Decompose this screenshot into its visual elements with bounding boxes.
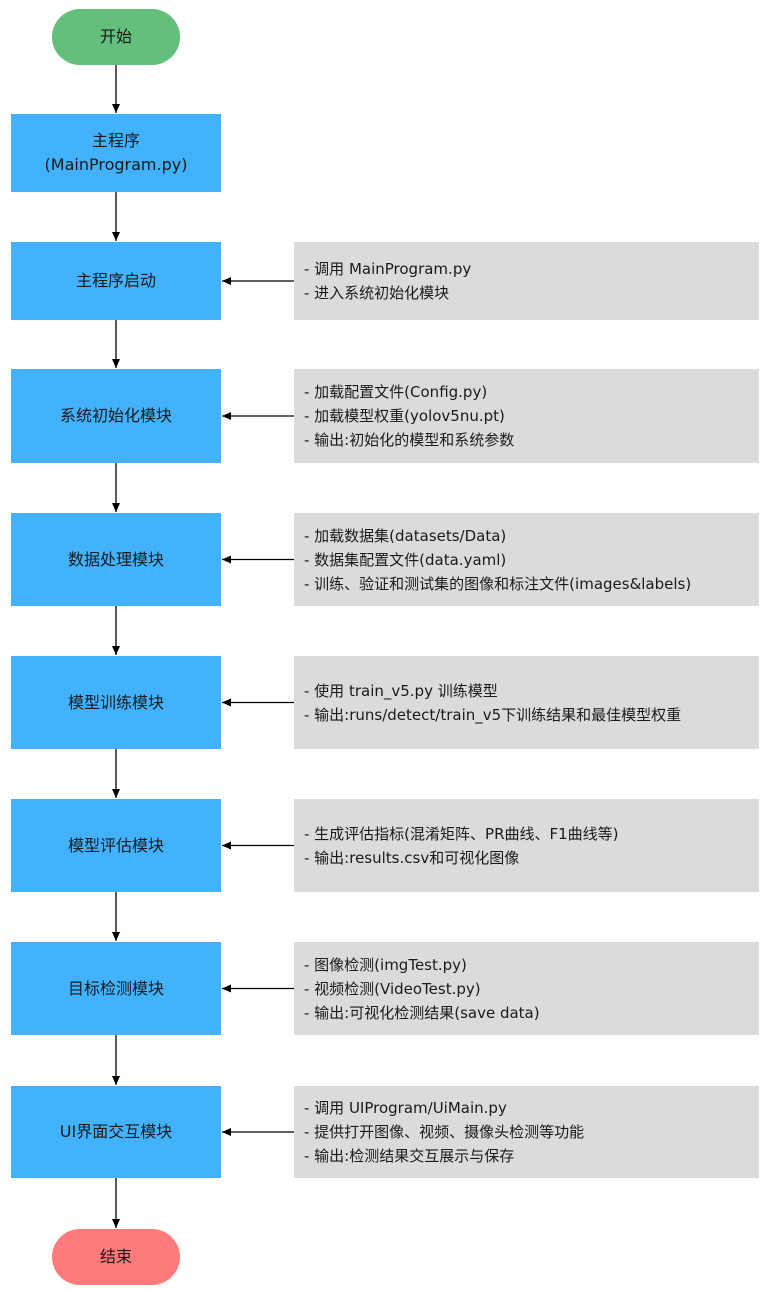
step-note: - 加载数据集(datasets/Data) - 数据集配置文件(data.yam… (294, 513, 759, 606)
step-title: 系统初始化模块 (59, 406, 172, 425)
note-line: - 输出:初始化的模型和系统参数 (304, 431, 515, 449)
step-title: 主程序启动 (75, 271, 156, 290)
process-step: 主程序启动 (11, 242, 221, 320)
end-node: 结束 (52, 1229, 180, 1285)
process-step: 主程序 (MainProgram.py) (11, 114, 221, 192)
note-line: - 输出:runs/detect/train_v5下训练结果和最佳模型权重 (304, 705, 682, 724)
process-step: 数据处理模块 (11, 513, 221, 606)
note-line: - 图像检测(imgTest.py) (304, 955, 467, 974)
step-note: - 调用 UIProgram/UiMain.py - 提供打开图像、视频、摄像头检… (294, 1086, 759, 1178)
note-line: - 数据集配置文件(data.yaml) (304, 550, 507, 569)
note-line: - 提供打开图像、视频、摄像头检测等功能 (304, 1123, 585, 1141)
note-line: - 输出:results.csv和可视化图像 (304, 848, 520, 867)
note-line: - 输出:检测结果交互展示与保存 (304, 1147, 515, 1165)
note-line: - 加载配置文件(Config.py) (304, 383, 488, 401)
start-label: 开始 (99, 27, 132, 46)
note-line: - 生成评估指标(混淆矩阵、PR曲线、F1曲线等) (304, 824, 619, 843)
note-line: - 加载数据集(datasets/Data) (304, 526, 507, 545)
end-label: 结束 (99, 1247, 132, 1266)
step-note: - 调用 MainProgram.py - 进入系统初始化模块 (294, 242, 759, 320)
step-subtitle: (MainProgram.py) (44, 155, 188, 174)
step-title: 主程序 (91, 131, 140, 150)
note-line: - 调用 MainProgram.py (304, 260, 472, 278)
step-note: - 加载配置文件(Config.py) - 加载模型权重(yolov5nu.pt)… (294, 369, 759, 463)
process-step: 模型训练模块 (11, 656, 221, 749)
note-line: - 加载模型权重(yolov5nu.pt) (304, 407, 505, 425)
process-step: 系统初始化模块 (11, 369, 221, 463)
step-note: - 生成评估指标(混淆矩阵、PR曲线、F1曲线等) - 输出:results.cs… (294, 799, 759, 892)
note-line: - 进入系统初始化模块 (304, 284, 450, 302)
step-title: 数据处理模块 (67, 549, 164, 569)
note-line: - 调用 UIProgram/UiMain.py (304, 1099, 507, 1117)
step-title: 模型评估模块 (67, 835, 164, 855)
process-step: 模型评估模块 (11, 799, 221, 892)
start-node: 开始 (52, 9, 180, 65)
step-title: 模型训练模块 (67, 692, 164, 712)
note-line: - 使用 train_v5.py 训练模型 (304, 681, 498, 700)
step-title: UI界面交互模块 (59, 1122, 173, 1141)
step-note: - 使用 train_v5.py 训练模型 - 输出:runs/detect/tr… (294, 656, 759, 749)
process-step: 目标检测模块 (11, 942, 221, 1035)
process-step: UI界面交互模块 (11, 1086, 221, 1178)
step-note: - 图像检测(imgTest.py) - 视频检测(VideoTest.py) - … (294, 942, 759, 1035)
note-line: - 输出:可视化检测结果(save data) (304, 1003, 540, 1022)
note-line: - 训练、验证和测试集的图像和标注文件(images&labels) (304, 574, 692, 593)
note-line: - 视频检测(VideoTest.py) (304, 979, 481, 998)
step-title: 目标检测模块 (67, 978, 164, 998)
